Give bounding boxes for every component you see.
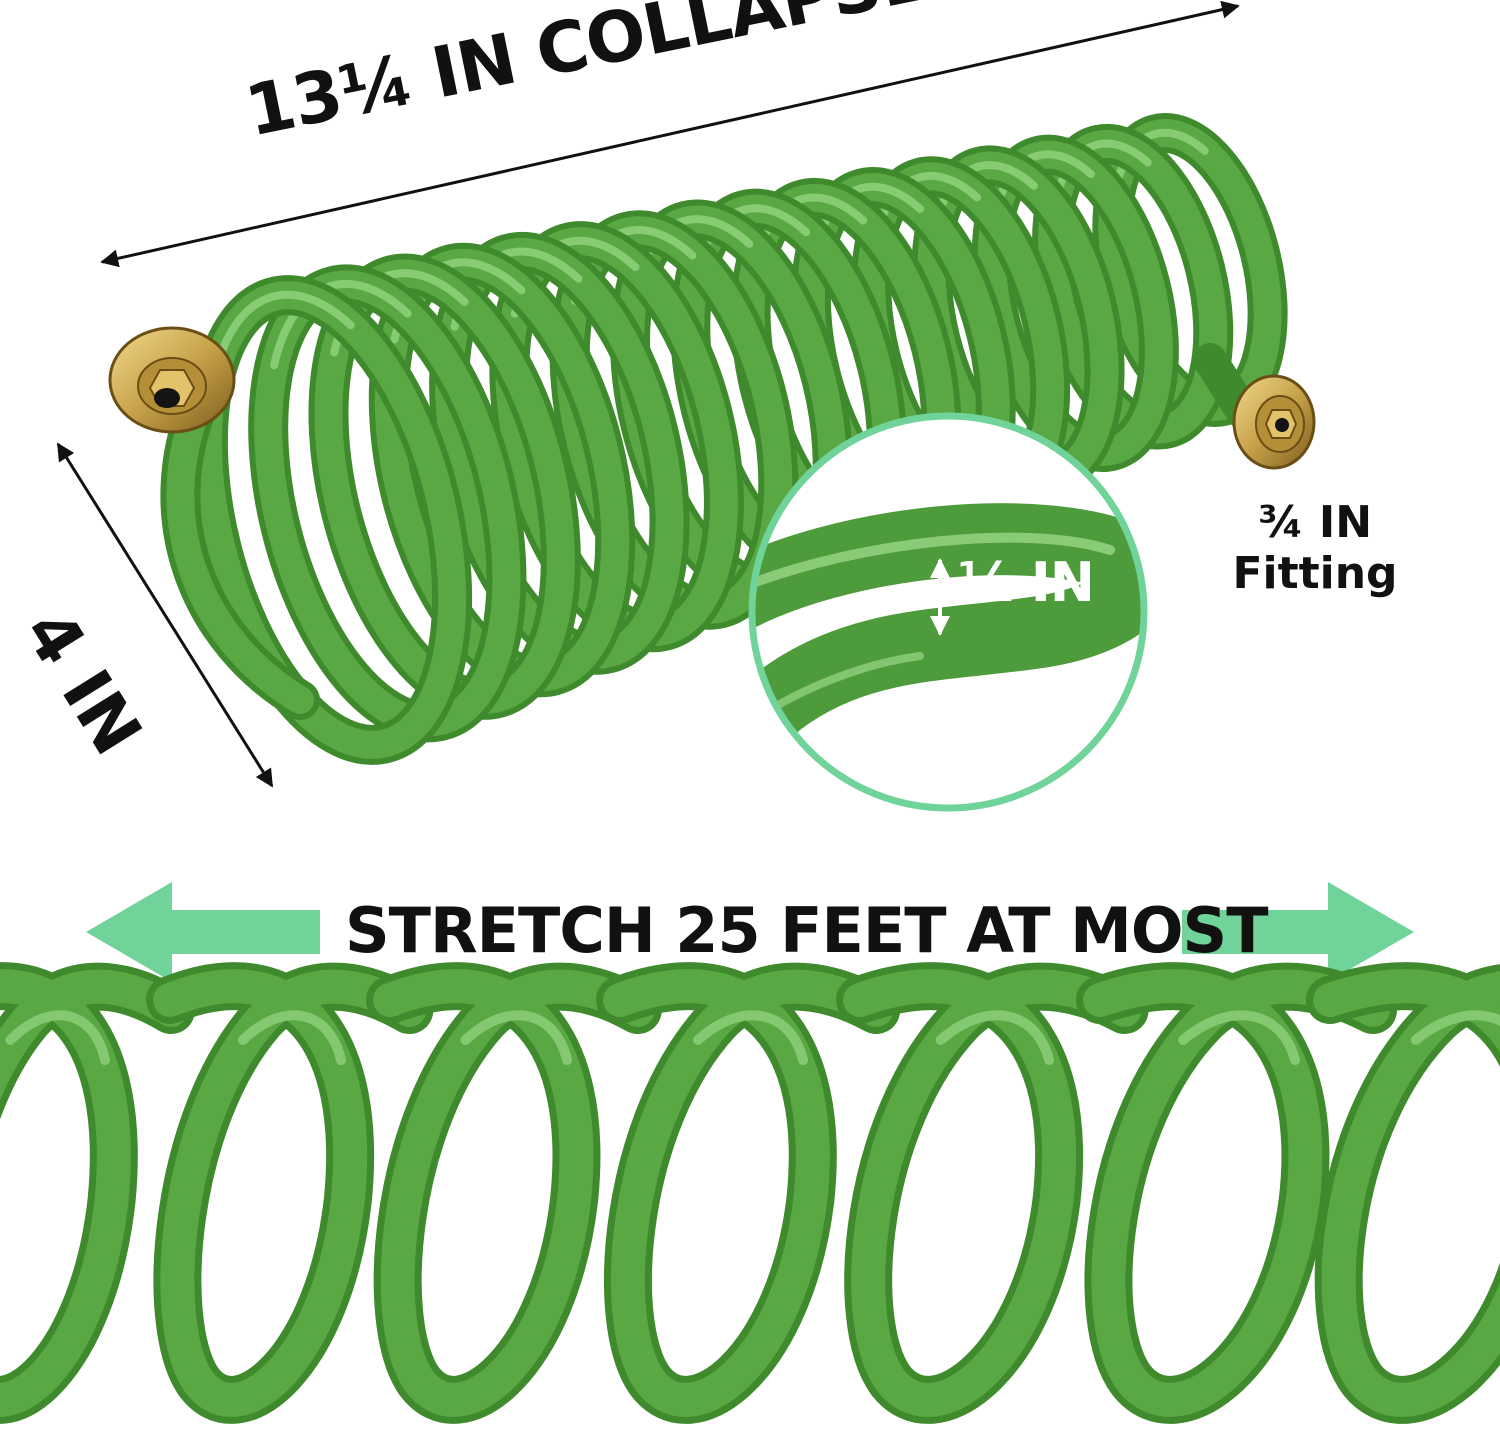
stretched-loop xyxy=(836,962,1149,1424)
stretch-label: STRETCH 25 FEET AT MOST xyxy=(345,894,1268,967)
fitting-size: ¾ IN xyxy=(1257,497,1373,548)
double-arrow-icon xyxy=(100,0,1240,268)
hose-diameter-label: ½ IN xyxy=(958,551,1095,614)
brass-fitting-icon xyxy=(108,326,236,434)
stretched-loop xyxy=(366,962,662,1424)
brass-fitting-icon xyxy=(1232,374,1316,470)
double-arrow-icon xyxy=(56,442,274,788)
fitting-label: ¾ IN Fitting xyxy=(1220,497,1410,599)
right-arrow-icon xyxy=(1182,882,1414,982)
left-arrow-icon xyxy=(86,882,320,982)
stretched-loop xyxy=(1076,962,1397,1424)
stretched-hose-coil xyxy=(0,962,1500,1424)
stretched-loop xyxy=(596,962,901,1424)
stretched-loop xyxy=(1306,962,1500,1424)
stretched-loop xyxy=(146,962,434,1424)
stretched-loop xyxy=(0,962,195,1424)
fitting-text: Fitting xyxy=(1232,547,1398,599)
coil-loop xyxy=(187,275,473,765)
